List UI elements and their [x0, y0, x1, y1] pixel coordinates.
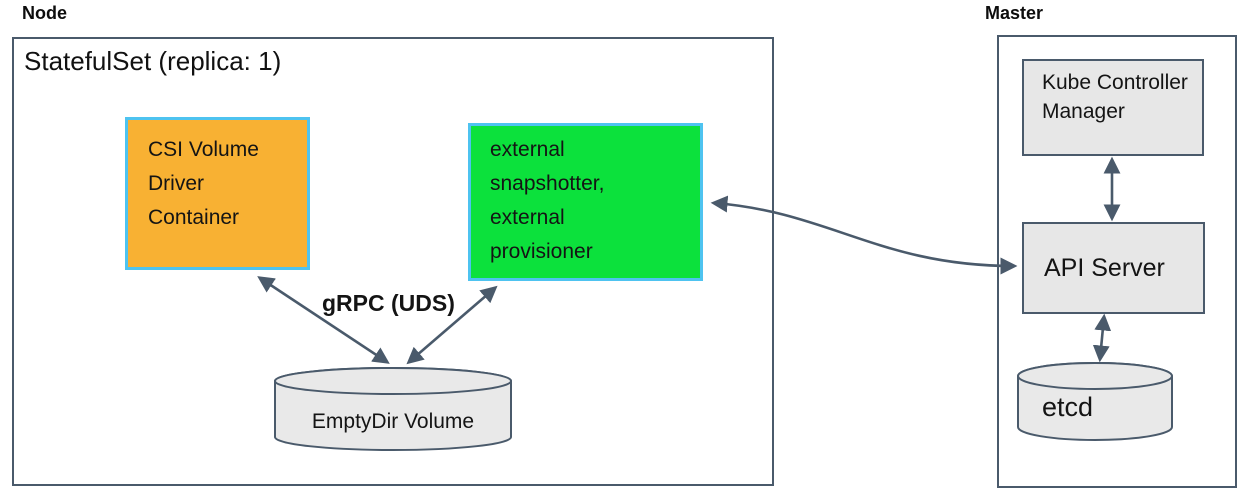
- emptydir-volume-label: EmptyDir Volume: [311, 410, 475, 433]
- api-server-box: API Server: [1022, 222, 1205, 314]
- kube-controller-manager-box: Kube Controller Manager: [1022, 59, 1204, 156]
- csi-volume-driver-label: CSI Volume Driver Container: [148, 138, 259, 229]
- master-region-label: Master: [985, 3, 1044, 23]
- etcd-label: etcd: [1042, 392, 1094, 422]
- sidecar-box: external snapshotter, external provision…: [468, 123, 703, 281]
- node-region-label: Node: [22, 3, 67, 23]
- statefulset-title: StatefulSet (replica: 1): [24, 46, 282, 76]
- kube-controller-manager-label: Kube Controller Manager: [1042, 71, 1188, 123]
- api-server-label: API Server: [1044, 253, 1165, 282]
- sidecar-label: external snapshotter, external provision…: [490, 138, 605, 263]
- csi-volume-driver-box: CSI Volume Driver Container: [125, 117, 310, 270]
- grpc-uds-label: gRPC (UDS): [322, 290, 455, 316]
